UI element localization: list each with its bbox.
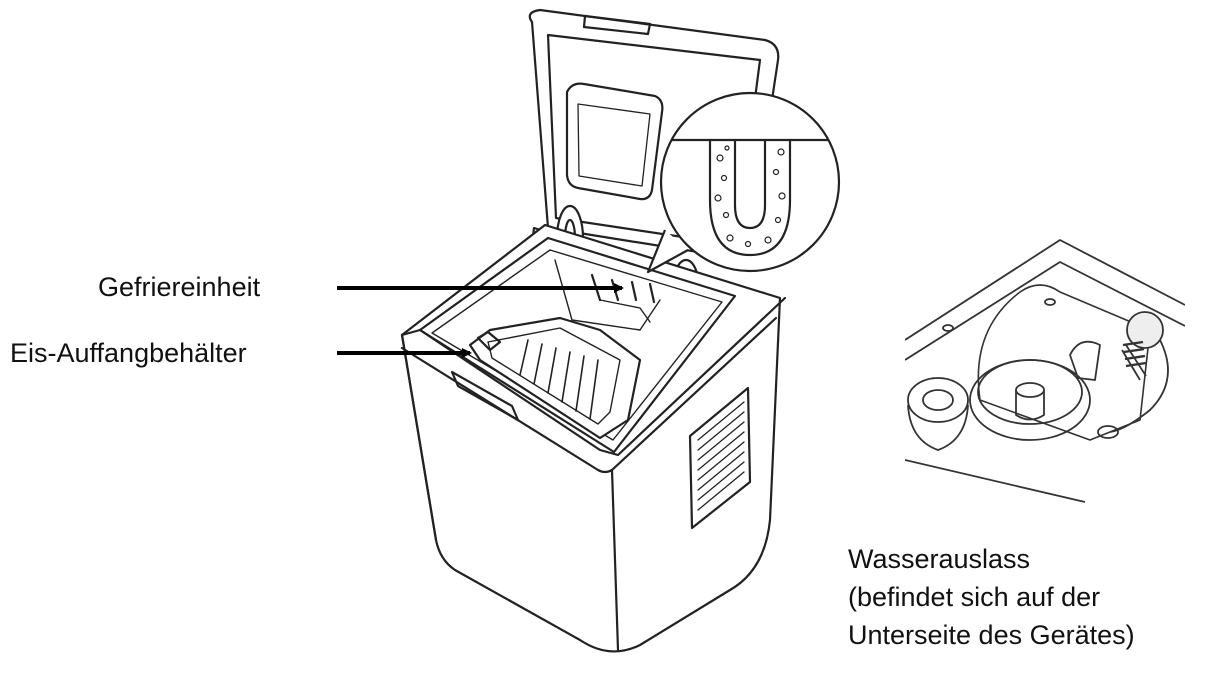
label-water-drain-line1: Wasserauslass: [848, 540, 1135, 578]
drain-plug-detail: [905, 240, 1185, 502]
label-ice-basket: Eis-Auffangbehälter: [10, 334, 247, 372]
label-water-drain: Wasserauslass (befindet sich auf der Unt…: [848, 540, 1135, 654]
label-water-drain-line3: Unterseite des Gerätes): [848, 616, 1135, 654]
label-freezing-unit: Gefriereinheit: [98, 268, 260, 306]
label-water-drain-line2: (befindet sich auf der: [848, 578, 1135, 616]
